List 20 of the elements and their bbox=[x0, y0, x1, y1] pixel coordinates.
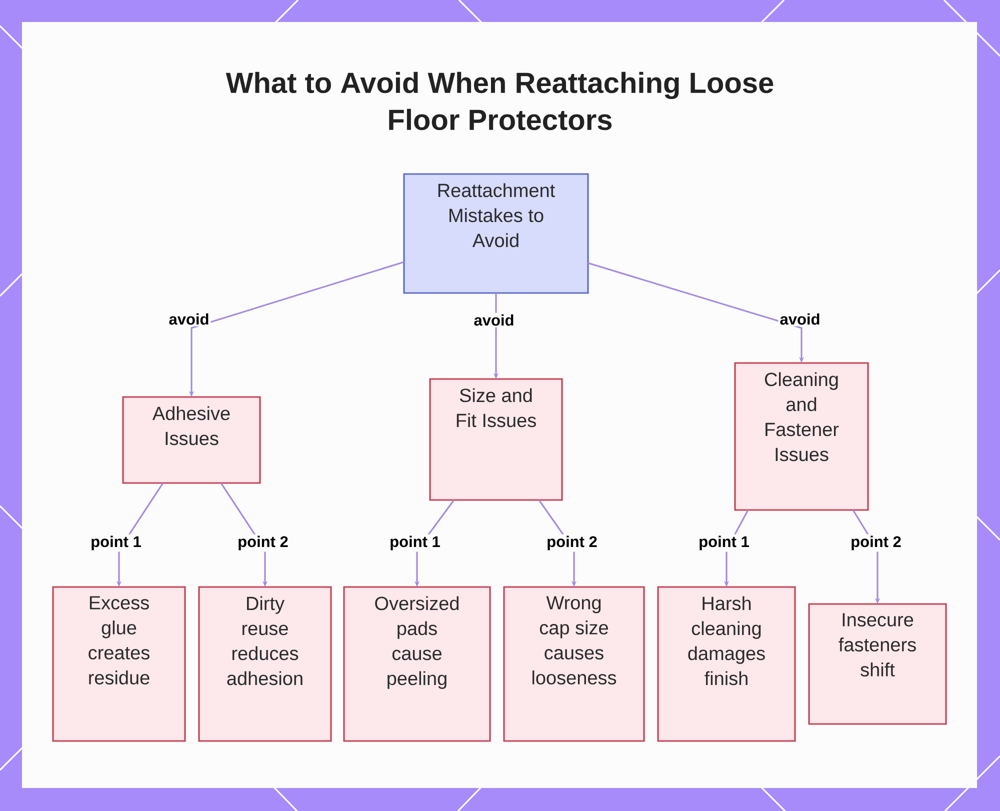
edge-label: point 1 bbox=[89, 534, 143, 552]
topic-box: Adhesive Issues bbox=[122, 396, 261, 484]
topic-box: Wrong cap size causes looseness bbox=[503, 586, 645, 742]
edge-label: point 2 bbox=[236, 534, 290, 552]
edge-label: point 2 bbox=[545, 534, 599, 552]
title: What to Avoid When Reattaching Loose Floor Protectors bbox=[226, 72, 774, 130]
edge-label: point 2 bbox=[849, 534, 903, 552]
topic-box: Excess glue creates residue bbox=[52, 586, 186, 742]
topic-box: Cleaning and Fastener Issues bbox=[734, 362, 869, 511]
topic-box: Dirty reuse reduces adhesion bbox=[198, 586, 332, 742]
edge-label: avoid bbox=[472, 312, 516, 328]
topic-box: Insecure fasteners shift bbox=[808, 603, 947, 725]
topic-box: Harsh cleaning damages finish bbox=[657, 586, 796, 742]
edge-label: avoid bbox=[167, 312, 211, 326]
topic-box: Size and Fit Issues bbox=[429, 378, 563, 501]
topic-box: Oversized pads cause peeling bbox=[343, 586, 491, 742]
edge-label: point 1 bbox=[388, 534, 442, 552]
edge-label: avoid bbox=[778, 312, 822, 326]
edge-label: point 1 bbox=[697, 534, 751, 552]
topic-box: Reattachment Mistakes to Avoid bbox=[403, 173, 589, 294]
